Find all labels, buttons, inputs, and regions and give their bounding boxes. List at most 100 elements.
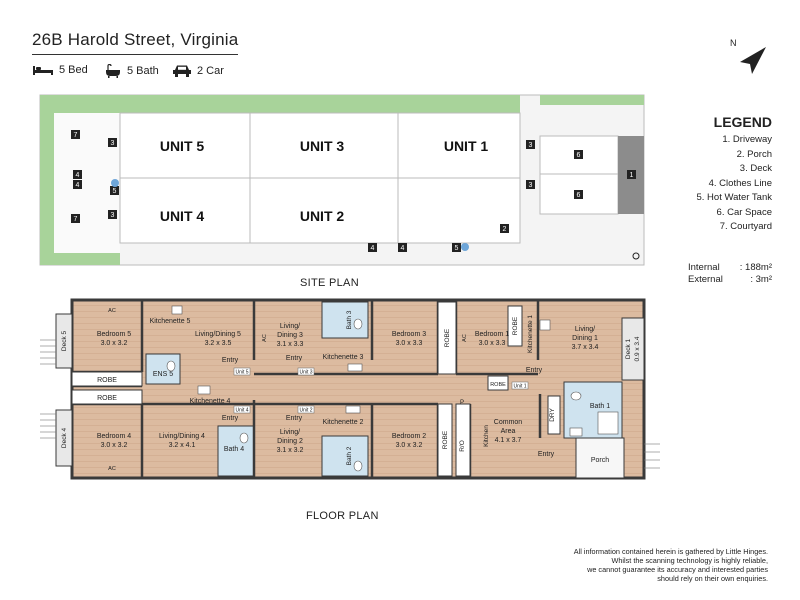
disclaimer-line: we cannot guarantee its accuracy and int… <box>587 565 768 574</box>
room-bath-3: Bath 3 <box>346 310 353 329</box>
room-living-2-dims: 3.1 x 3.2 <box>277 447 304 454</box>
legend-title: LEGEND <box>713 114 772 130</box>
pantry-label: P <box>460 400 464 406</box>
room-labels: Bedroom 5 3.0 x 3.2 Kitchenette 5 Living… <box>97 308 610 472</box>
kitchen-bench <box>455 403 471 477</box>
legend-item-clothes-line: 4. Clothes Line <box>708 177 772 189</box>
ac-4: AC <box>108 466 116 472</box>
room-common-area-dims: 4.1 x 3.7 <box>495 437 522 444</box>
room-living-5: Living/Dining 5 <box>195 331 241 338</box>
robe-1-closet <box>507 305 523 347</box>
room-bedroom-4-dims: 3.0 x 3.2 <box>101 442 128 449</box>
room-bedroom-3: Bedroom 3 <box>392 331 426 338</box>
entry-4: Entry <box>222 415 239 422</box>
bed-icon <box>33 66 53 75</box>
disclaimer-line: All information contained herein is gath… <box>573 547 768 556</box>
marker-courtyard-bottom: 7 <box>74 216 78 223</box>
room-living-4-dims: 3.2 x 4.1 <box>169 442 196 449</box>
room-living-3-dims: 3.1 x 3.3 <box>277 341 304 348</box>
toilet-icon <box>353 318 363 330</box>
meter-icon <box>632 252 640 260</box>
room-bedroom-4: Bedroom 4 <box>97 433 131 440</box>
grass-strip-top <box>40 95 520 113</box>
bath-4-room <box>217 425 255 477</box>
room-ens-5: ENS 5 <box>153 371 173 378</box>
entry-1: Entry <box>526 367 543 374</box>
site-markers: 7 3 4 4 5 7 3 3 3 2 4 4 5 6 6 1 <box>71 130 636 252</box>
floor-plan-caption: FLOOR PLAN <box>306 510 379 522</box>
room-living-2: Living/ <box>280 429 300 436</box>
robe-5: ROBE <box>97 377 117 384</box>
marker-hot-water-2: 5 <box>455 245 459 252</box>
tag-unit-2: Unit 2 <box>299 408 312 414</box>
room-kitchenette-5: Kitchenette 5 <box>150 318 191 325</box>
marker-clothesline-4: 4 <box>401 245 405 252</box>
site-unit-1: UNIT 1 <box>444 138 489 154</box>
robe-3: ROBE <box>444 328 451 347</box>
robe-3-closet <box>437 301 457 375</box>
room-living-2-b: Dining 2 <box>277 438 303 445</box>
room-kitchenette-3: Kitchenette 3 <box>323 354 364 361</box>
area-summary: Internal: 188m² External: 3m² <box>688 262 772 286</box>
site-unit-3: UNIT 3 <box>300 138 345 154</box>
feature-bath: 5 Bath <box>104 64 159 78</box>
marker-deck-1-bottom: 3 <box>529 182 533 189</box>
toilet-icon <box>570 391 582 401</box>
marker-driveway: 1 <box>630 172 634 179</box>
room-living-1-dims: 3.7 x 3.4 <box>572 344 599 351</box>
site-unit-5: UNIT 5 <box>160 138 205 154</box>
title-divider <box>32 54 238 55</box>
bath-3-room <box>321 301 369 339</box>
legend-item-porch: 2. Porch <box>736 148 772 160</box>
deck-4-label: Deck 4 <box>61 428 68 449</box>
marker-courtyard-top: 7 <box>74 132 78 139</box>
marker-deck-4: 3 <box>111 212 115 219</box>
legend-item-courtyard: 7. Courtyard <box>719 221 772 232</box>
room-bath-1: Bath 1 <box>590 403 610 410</box>
room-bedroom-2-dims: 3.0 x 3.2 <box>396 442 423 449</box>
tag-unit-5: Unit 5 <box>235 370 248 376</box>
room-bedroom-5-dims: 3.0 x 3.2 <box>101 340 128 347</box>
room-kitchenette-1: Kitchenette 1 <box>527 315 534 353</box>
room-common-area: Common <box>494 419 523 426</box>
sink-icon <box>171 305 183 315</box>
room-living-1-b: Dining 1 <box>572 335 598 342</box>
site-unit-4: UNIT 4 <box>160 208 205 224</box>
disclaimer: All information contained herein is gath… <box>540 547 768 583</box>
legend-item-car-space: 6. Car Space <box>716 206 772 218</box>
marker-clothesline-3: 4 <box>371 245 375 252</box>
room-bedroom-5: Bedroom 5 <box>97 331 131 338</box>
room-bath-2: Bath 2 <box>346 446 353 465</box>
bed-count: 5 Bed <box>59 64 88 76</box>
legend-item-deck: 3. Deck <box>739 163 772 174</box>
marker-car-space-2: 6 <box>577 192 581 199</box>
grass-strip-left <box>40 95 54 265</box>
robe-1: ROBE <box>512 316 519 335</box>
room-living-3: Living/ <box>280 323 300 330</box>
robe-4: ROBE <box>97 395 117 402</box>
ac-3: AC <box>262 334 268 342</box>
sink-icon <box>197 385 211 395</box>
dryer <box>547 395 561 435</box>
ens-5-room <box>145 353 181 385</box>
ac-5: AC <box>108 308 116 314</box>
toilet-icon <box>353 460 363 472</box>
internal-label: Internal <box>688 262 720 273</box>
robe-4-closet <box>71 389 143 405</box>
robe-entry: ROBE <box>490 382 506 388</box>
deck-1-dims: 0.9 x 3.4 <box>634 336 641 361</box>
room-living-5-dims: 3.2 x 3.5 <box>205 340 232 347</box>
external-area: : 3m² <box>750 274 772 285</box>
tag-unit-4: Unit 4 <box>235 408 248 414</box>
sink-icon <box>347 363 363 372</box>
sink-icon <box>345 405 361 414</box>
courtyard <box>54 113 120 253</box>
ro-label: R/O <box>459 440 466 452</box>
bath-2-room <box>321 435 369 477</box>
marker-hot-water-1: 5 <box>113 188 117 195</box>
dry-label: DRY <box>549 408 556 422</box>
room-bedroom-1-dims: 3.0 x 3.3 <box>479 340 506 347</box>
robe-entry-closet <box>487 375 509 391</box>
entry-5: Entry <box>222 357 239 364</box>
